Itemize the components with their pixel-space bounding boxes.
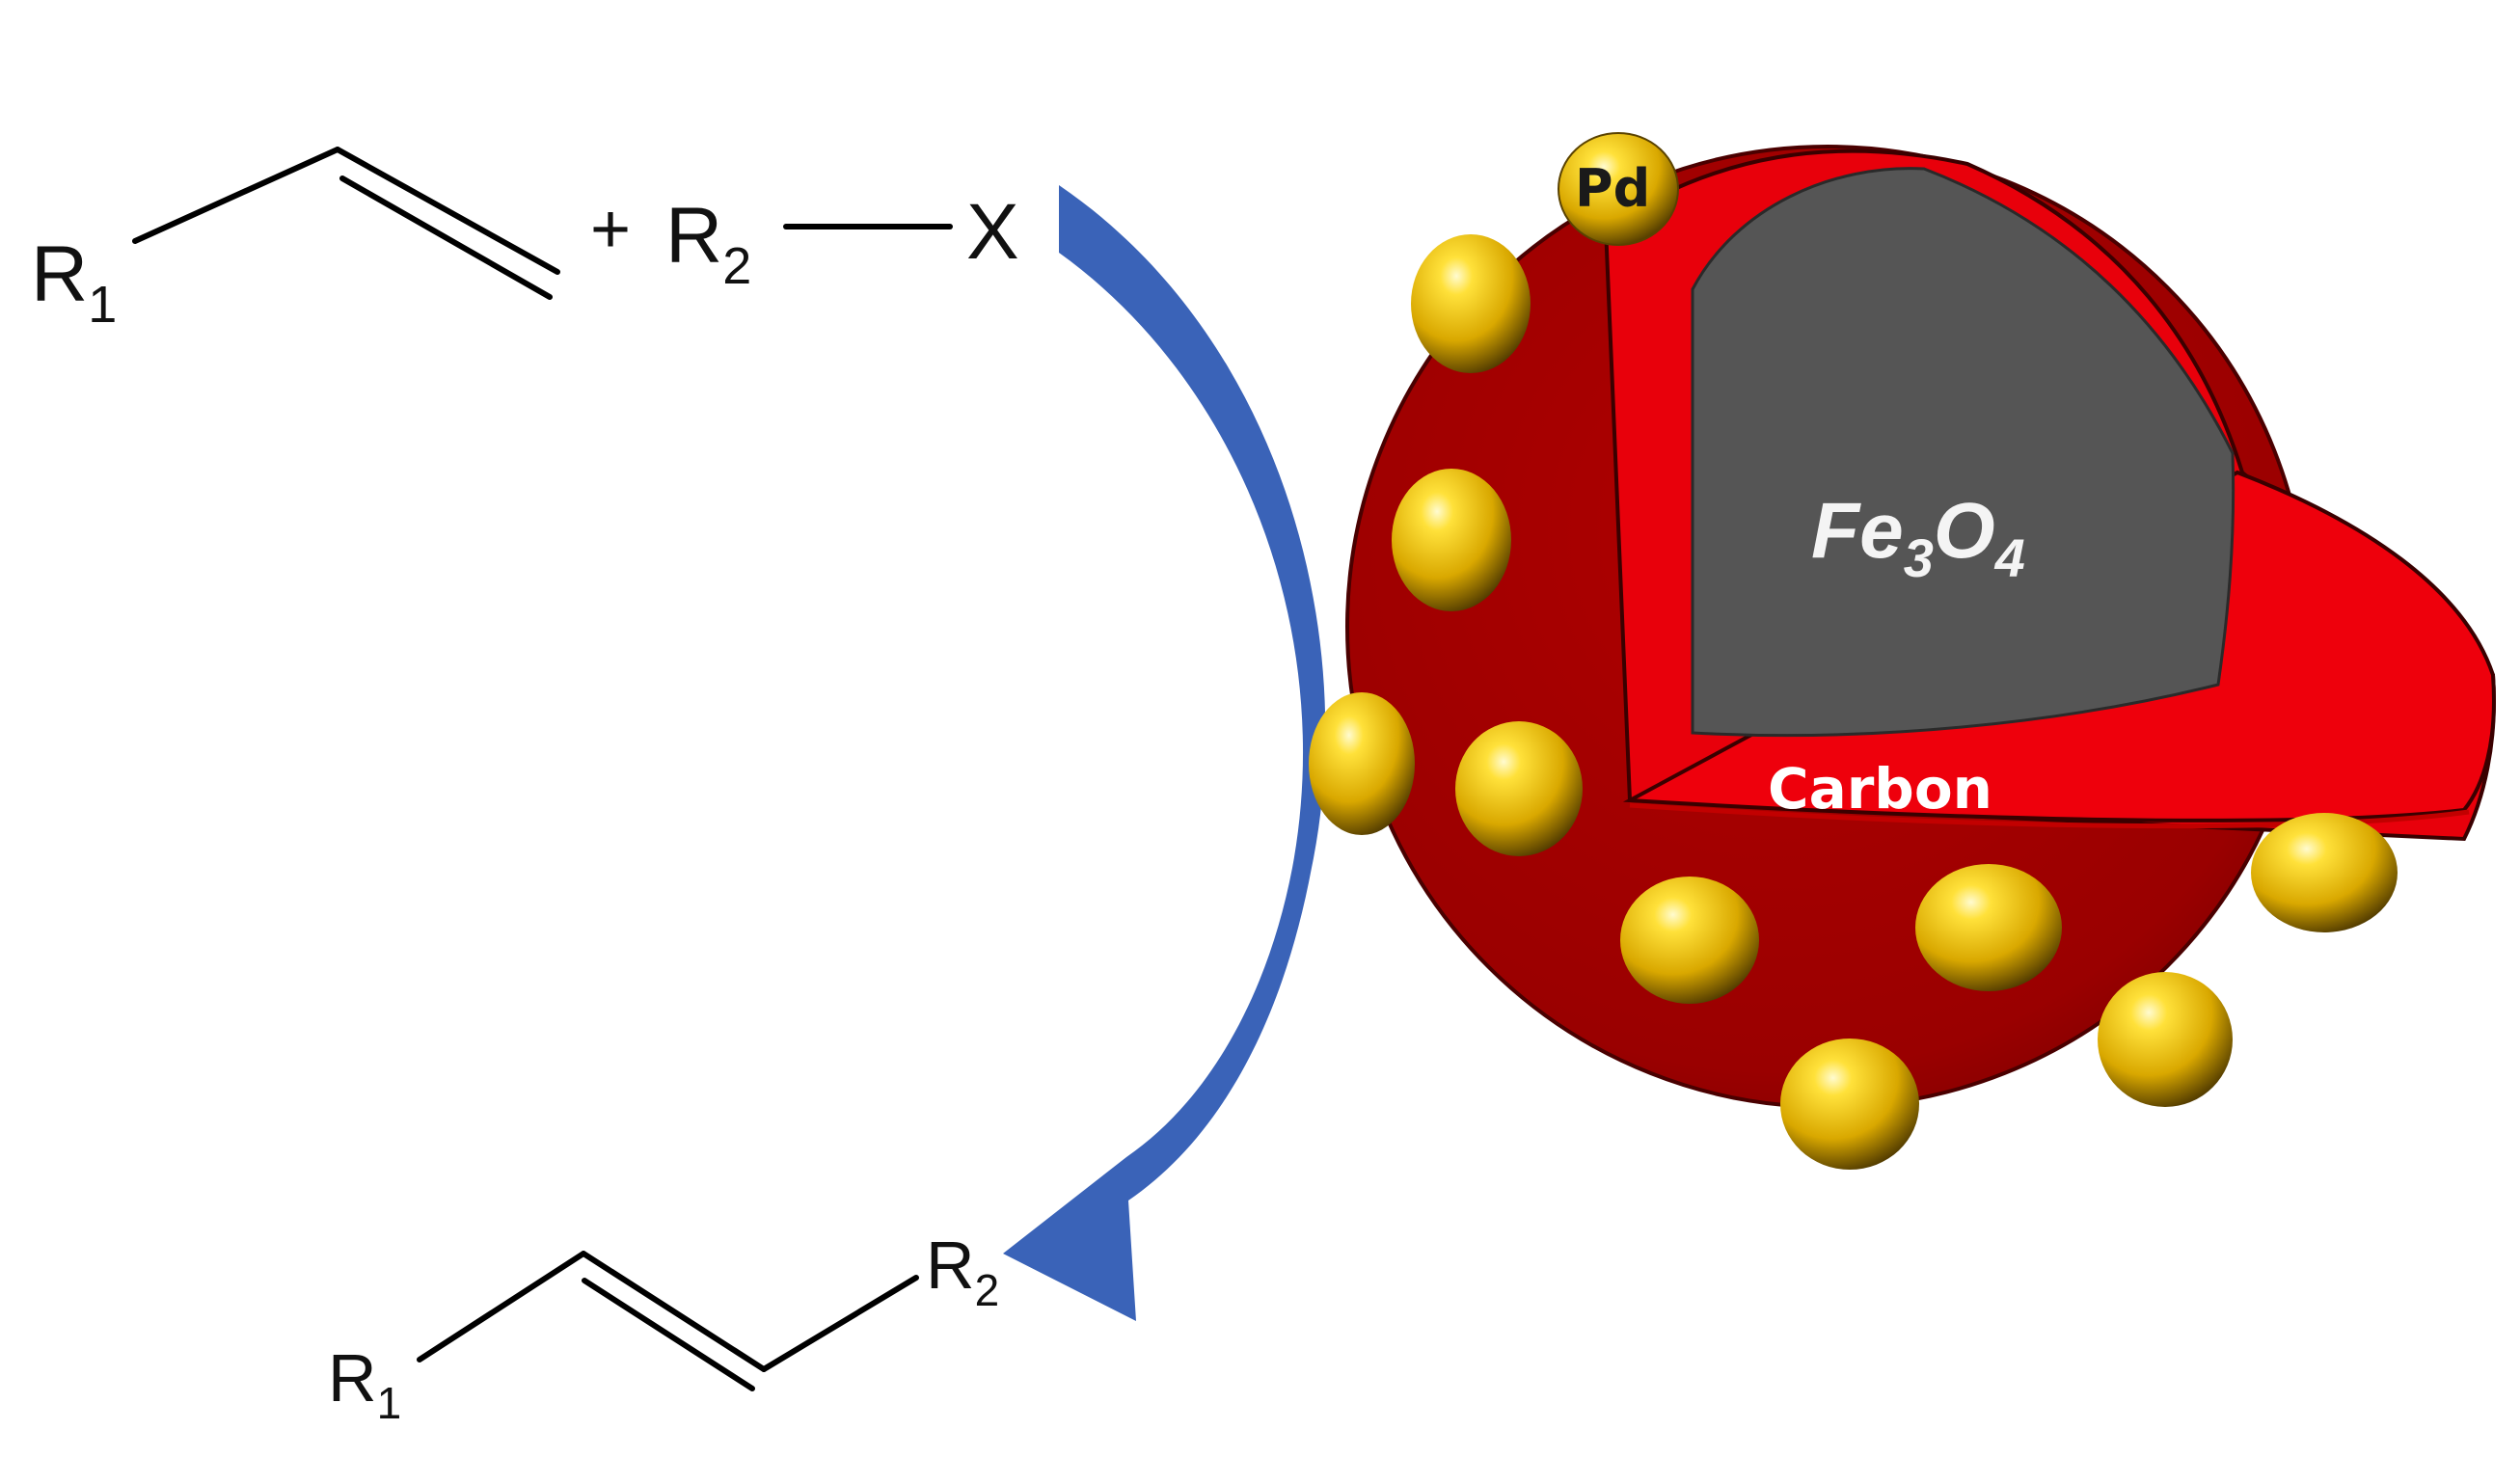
pd-particle <box>1392 469 1511 611</box>
halide-x-label: X <box>966 188 1019 276</box>
product-double-bond-2 <box>582 1278 755 1391</box>
reactant-r2-label: R2 <box>665 192 751 295</box>
product-alkene: R1 R2 <box>328 1228 999 1428</box>
reactant-aryl-halide: R2 X <box>665 188 1019 295</box>
product-r1-label: R1 <box>328 1340 401 1428</box>
pd-label: Pd <box>1575 158 1650 219</box>
pd-particle <box>1309 692 1415 835</box>
reaction-arrow <box>1003 185 1326 1321</box>
fe3o4-core <box>1691 167 2235 738</box>
alkene-double-bond-2 <box>339 175 553 300</box>
pd-particle <box>1915 864 2062 991</box>
pd-particle <box>1411 234 1531 373</box>
product-double-bond-1 <box>581 1251 767 1372</box>
shell-rim-line <box>1629 802 2470 829</box>
pd-particle <box>1455 721 1583 856</box>
product-bond-left <box>417 1251 586 1363</box>
pd-particles <box>1309 132 2398 1170</box>
pd-particle <box>1780 1039 1919 1170</box>
product-bond-right <box>761 1275 919 1372</box>
plus-sign: + <box>590 191 631 268</box>
alkene-double-bond-1 <box>335 147 560 275</box>
pd-particle <box>1558 132 1679 246</box>
pd-particle <box>1620 877 1759 1004</box>
reactant-alkene: R1 <box>31 147 560 334</box>
pd-particle <box>2251 813 2398 932</box>
alkene-single-bond <box>132 147 340 244</box>
carbon-shell-label: Carbon <box>1768 756 1992 822</box>
core-formula-label: Fe3O4 <box>1811 487 2025 588</box>
product-r2-label: R2 <box>926 1228 999 1315</box>
catalyst-nanoparticle: Fe3O4 Carbon Pd <box>1309 132 2496 1170</box>
pd-particle <box>2098 972 2233 1107</box>
reactant-r1-label: R1 <box>31 230 117 334</box>
